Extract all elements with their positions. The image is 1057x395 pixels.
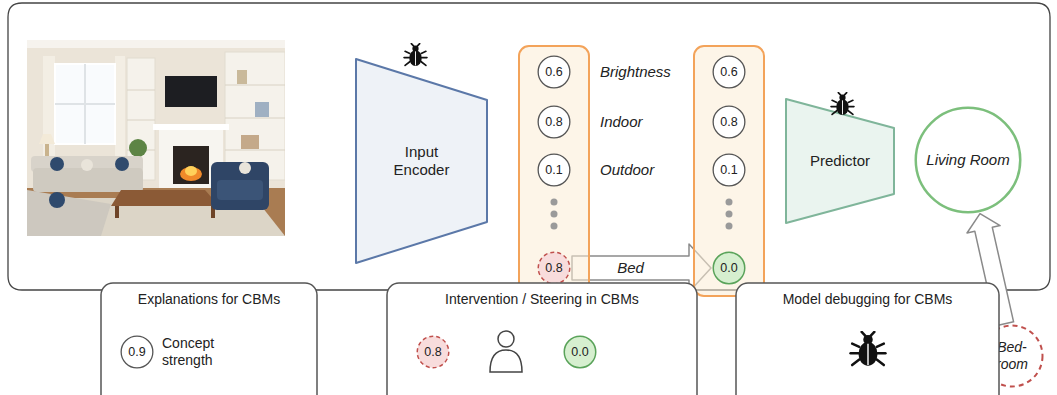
band-shape <box>519 46 589 296</box>
circle-shape <box>538 154 570 186</box>
circle-shape <box>417 336 449 368</box>
circle-shape <box>538 106 570 138</box>
concept-band: 0.6 0.8 0.1 0.0 <box>693 45 765 297</box>
concept-value: 0.0 <box>712 251 746 285</box>
box-shape <box>387 283 697 395</box>
encoder-trapezoid: Input Encoder <box>355 58 488 264</box>
edge-label: Bed <box>615 259 646 277</box>
concept-name: Brightness <box>600 63 671 81</box>
box-shape <box>101 283 317 395</box>
value-text: 0.1 <box>545 163 562 178</box>
circle-shape <box>538 252 570 284</box>
band-shape <box>694 46 764 296</box>
section-title: Intervention / Steering in CBMs <box>445 291 639 308</box>
circle-shape <box>713 106 745 138</box>
section-title: Explanations for CBMs <box>138 291 280 308</box>
concept-value: 0.8 <box>712 105 746 139</box>
circle-shape <box>564 336 596 368</box>
output-circle: Living Room <box>914 106 1022 214</box>
trapezoid-shape <box>786 99 894 223</box>
node-label: Living Room <box>926 151 1009 169</box>
concept-name: Indoor <box>600 113 643 131</box>
concept-value: 0.8 <box>537 251 571 285</box>
legend-note: Concept strength <box>162 335 254 369</box>
value-text: 0.9 <box>128 345 145 360</box>
bug-icon <box>404 44 427 66</box>
node-label: Input Encoder <box>379 143 465 179</box>
concept-value: 0.1 <box>712 153 746 187</box>
circle-shape <box>713 56 745 88</box>
box-shape <box>736 283 999 395</box>
living-room-photo <box>27 40 285 236</box>
value-text: 0.8 <box>720 115 737 130</box>
concept-name: Outdoor <box>600 161 654 179</box>
section-title: Model debugging for CBMs <box>783 291 953 308</box>
circle-shape <box>713 154 745 186</box>
value-text: 0.8 <box>545 261 562 276</box>
value-text: 0.8 <box>545 115 562 130</box>
concept-value: 0.0 <box>563 335 597 369</box>
circle-shape <box>538 56 570 88</box>
concept-band: 0.6 0.8 0.1 0.8 <box>518 45 590 297</box>
section-box: Intervention / Steering in CBMs 0.8 0.0 <box>386 282 698 395</box>
section-box: Model debugging for CBMs <box>735 282 1000 395</box>
value-text: 0.6 <box>545 65 562 80</box>
value-text: 0.6 <box>720 65 737 80</box>
value-text: 0.0 <box>720 261 737 276</box>
concept-value: 0.6 <box>712 55 746 89</box>
node-label: Predictor <box>810 152 870 170</box>
concept-value: 0.8 <box>416 335 450 369</box>
circle-shape <box>916 108 1021 213</box>
trapezoid-shape <box>356 59 487 263</box>
value-text: 0.1 <box>720 163 737 178</box>
value-text: 0.0 <box>571 345 588 360</box>
predictor-trapezoid: Predictor <box>785 98 895 224</box>
concept-value: 0.1 <box>537 153 571 187</box>
circle-shape <box>121 336 153 368</box>
circle-shape <box>713 252 745 284</box>
concept-value: 0.9 <box>120 335 154 369</box>
value-text: 0.8 <box>424 345 441 360</box>
concept-value: 0.8 <box>537 105 571 139</box>
concept-value: 0.6 <box>537 55 571 89</box>
